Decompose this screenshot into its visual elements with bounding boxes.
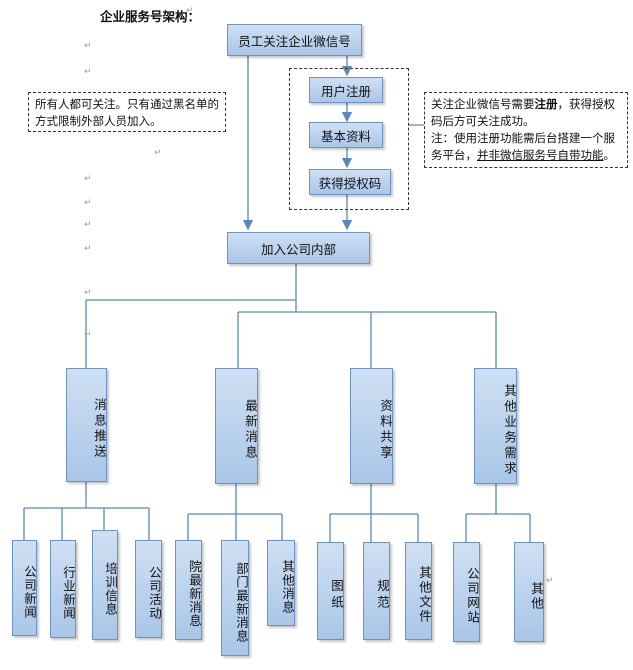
node-basic-info: 基本资料 xyxy=(309,122,383,148)
pilcrow-mark: ↵ xyxy=(186,6,194,16)
note-right: 关注企业微信号需要注册，获得授权码后方可关注成功。 注：使用注册功能需后台搭建一… xyxy=(424,92,628,168)
pilcrow-mark: ↵ xyxy=(84,220,92,230)
registration-group-box xyxy=(289,68,409,210)
pilcrow-mark: ↵ xyxy=(546,576,554,586)
pilcrow-mark: ↵ xyxy=(84,244,92,254)
node-standards: 规范 xyxy=(363,542,390,640)
pilcrow-mark: ↵ xyxy=(84,198,92,208)
node-push: 消息推送 xyxy=(66,368,107,482)
node-company-news: 公司新闻 xyxy=(12,540,37,636)
node-college-news: 院最新消息 xyxy=(175,540,202,640)
diagram-title: 企业服务号架构： xyxy=(100,9,201,24)
note-right-text-c: 注：使用注册功能需后台搭建一个服务平台， xyxy=(431,131,615,162)
node-other-files: 其他文件 xyxy=(405,542,432,640)
note-right-text-d: 。 xyxy=(603,148,616,162)
note-left-text: 所有人都可关注。只有通过黑名单的方式限制外部人员加入。 xyxy=(35,97,219,128)
node-dept-news: 部门最新消息 xyxy=(221,540,249,656)
note-right-text-a: 关注企业微信号需要 xyxy=(431,97,535,111)
node-company-site: 公司网站 xyxy=(453,542,480,642)
note-left: 所有人都可关注。只有通过黑名单的方式限制外部人员加入。 xyxy=(28,92,226,132)
pilcrow-mark: ↵ xyxy=(84,288,92,298)
node-training-info: 培训信息 xyxy=(92,530,118,640)
node-latest: 最新消息 xyxy=(215,368,258,484)
pilcrow-mark: ↵ xyxy=(84,41,92,51)
node-other-news: 其他消息 xyxy=(267,540,295,626)
pilcrow-mark: ↵ xyxy=(84,67,92,77)
note-right-bold: 注册 xyxy=(534,97,558,111)
node-other: 其他 xyxy=(514,542,544,642)
pilcrow-mark: ↵ xyxy=(84,174,92,184)
node-follow: 员工关注企业微信号 xyxy=(227,24,362,56)
pilcrow-mark: ↵ xyxy=(84,330,92,340)
node-drawings: 图纸 xyxy=(317,542,344,640)
node-join: 加入公司内部 xyxy=(227,232,370,264)
note-right-underlined: 并非微信服务号自带功能 xyxy=(477,148,604,162)
node-company-activity: 公司活动 xyxy=(135,540,162,638)
pilcrow-mark: ↵ xyxy=(154,148,162,158)
note-right-text-b: ，获得授权码后方可关注成功。 xyxy=(431,97,615,128)
node-other-biz: 其他业务需求 xyxy=(474,368,517,484)
node-industry-news: 行业新闻 xyxy=(50,540,76,638)
node-docs: 资料共享 xyxy=(350,368,393,484)
node-auth-code: 获得授权码 xyxy=(309,169,391,195)
node-register: 用户注册 xyxy=(309,77,383,103)
